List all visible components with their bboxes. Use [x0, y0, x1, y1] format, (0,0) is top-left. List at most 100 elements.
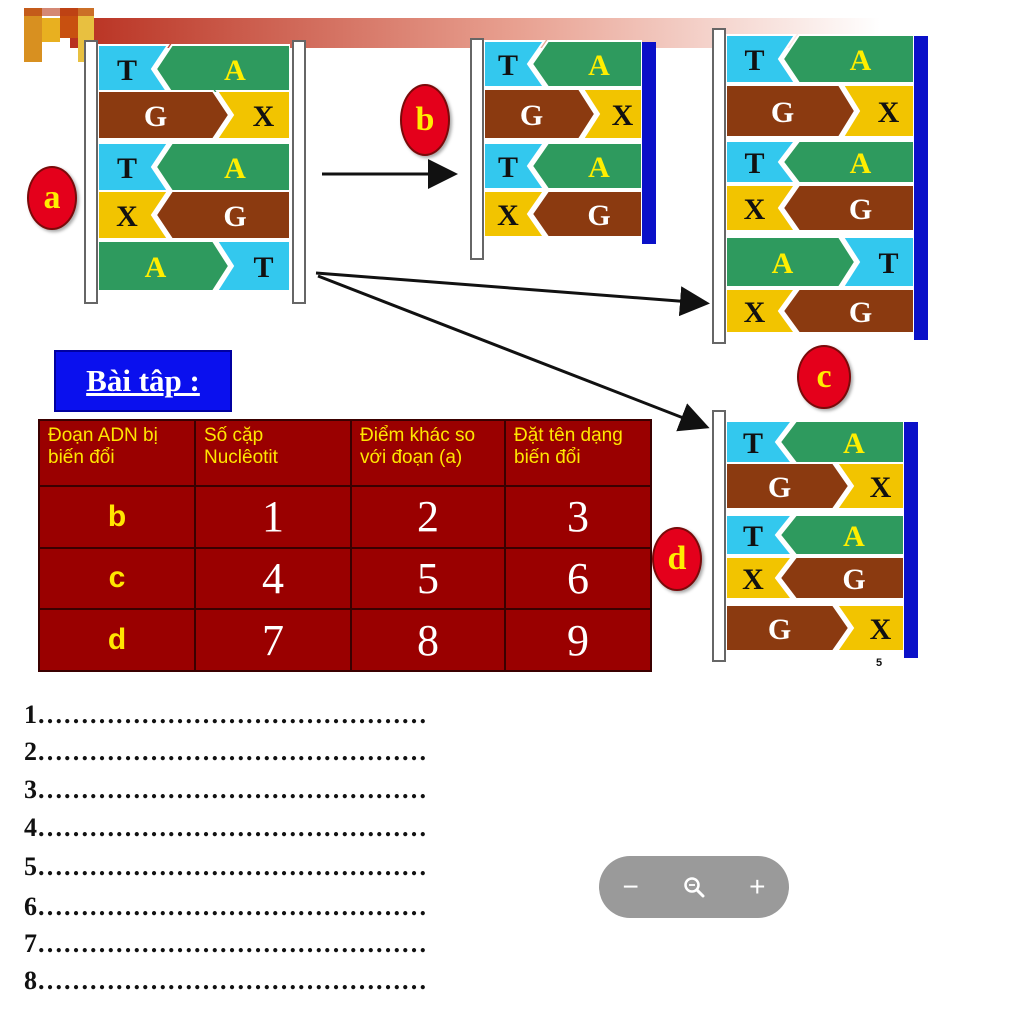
table-header-row: Đoạn ADN bị biến đổi Số cặp Nuclêotit Đi… [38, 419, 652, 487]
base-letter: G [223, 200, 246, 233]
exercise-title: Bài tâp : [54, 350, 232, 412]
table-cell: 7 [194, 608, 352, 672]
base-letter: T [744, 147, 764, 180]
base-letter: G [520, 99, 543, 132]
table-cell: 3 [504, 485, 652, 549]
base-letter: X [253, 100, 275, 133]
base-letter: T [117, 152, 137, 185]
base-letter: A [145, 251, 167, 284]
sugar-backbone-rail [712, 410, 726, 662]
zoom-in-button[interactable]: + [749, 871, 766, 902]
base-letter: X [870, 471, 892, 504]
header-pair-count: Số cặp Nuclêotit [194, 419, 352, 487]
answer-line-1: 1……………………………………… [24, 700, 427, 729]
row-label: b [38, 485, 196, 549]
base-letter: X [878, 96, 900, 129]
magnifier-icon [684, 877, 705, 898]
header-difference: Điểm khác so với đoạn (a) [350, 419, 506, 487]
logo-icon [24, 8, 94, 62]
zoom-reset-button[interactable] [674, 867, 714, 907]
sugar-backbone-rail [84, 40, 98, 304]
sugar-backbone-rail [292, 40, 306, 304]
exercise-table: Đoạn ADN bị biến đổi Số cặp Nuclêotit Đi… [38, 419, 652, 672]
base-letter: A [850, 147, 872, 180]
base-letter: X [612, 99, 634, 132]
table-row: b 1 2 3 [38, 485, 652, 549]
zoom-out-button[interactable]: − [622, 871, 639, 902]
base-letter: T [117, 54, 137, 87]
base-letter: A [843, 427, 865, 460]
slide-number: 5 [876, 657, 883, 669]
table-row: d 7 8 9 [38, 608, 652, 672]
base-letter: G [768, 613, 791, 646]
base-letter: X [870, 613, 892, 646]
sugar-backbone-rail [470, 38, 484, 260]
base-letter: G [849, 296, 872, 329]
table-cell: 2 [350, 485, 506, 549]
sugar-backbone-rail [712, 28, 726, 344]
base-letter: X [744, 296, 766, 329]
base-letter: A [843, 520, 865, 553]
base-letter: G [771, 96, 794, 129]
base-letter: A [588, 151, 610, 184]
base-letter: G [842, 563, 865, 596]
blue-backbone-rail [642, 42, 656, 244]
answer-line-3: 3……………………………………… [24, 775, 427, 804]
zoom-control: − + [599, 856, 789, 918]
base-letter: G [144, 100, 167, 133]
answer-line-7: 7……………………………………… [24, 929, 427, 958]
base-letter: T [744, 44, 764, 77]
base-letter: X [116, 200, 138, 233]
base-letter: G [849, 193, 872, 226]
arrow-a-to-d [317, 274, 710, 432]
base-letter: X [497, 199, 519, 232]
answer-line-5: 5……………………………………… [24, 852, 427, 881]
label-circle-c: c [797, 345, 851, 409]
base-letter: A [850, 44, 872, 77]
base-letter: T [743, 520, 763, 553]
table-cell: 6 [504, 546, 652, 611]
base-letter: T [498, 151, 518, 184]
table-row: c 4 5 6 [38, 546, 652, 611]
base-letter: X [744, 193, 766, 226]
header-segment: Đoạn ADN bị biến đổi [38, 419, 196, 487]
arrow-a-to-c [315, 271, 710, 317]
table-cell: 1 [194, 485, 352, 549]
table-cell: 9 [504, 608, 652, 672]
label-circle-d: d [652, 527, 702, 591]
base-letter: A [224, 152, 246, 185]
base-letter: G [587, 199, 610, 232]
answer-line-8: 8……………………………………… [24, 966, 427, 995]
answer-line-6: 6……………………………………… [24, 892, 427, 921]
base-letter: T [878, 247, 898, 280]
blue-backbone-rail [904, 422, 918, 658]
base-letter: T [253, 251, 273, 284]
row-label: d [38, 608, 196, 672]
base-letter: T [743, 427, 763, 460]
base-letter: A [772, 247, 794, 280]
base-letter: X [742, 563, 764, 596]
row-label: c [38, 546, 196, 611]
header-mutation-name: Đặt tên dạng biến đổi [504, 419, 652, 487]
table-cell: 4 [194, 546, 352, 611]
table-cell: 8 [350, 608, 506, 672]
label-circle-b: b [400, 84, 450, 156]
label-circle-a: a [27, 166, 77, 230]
